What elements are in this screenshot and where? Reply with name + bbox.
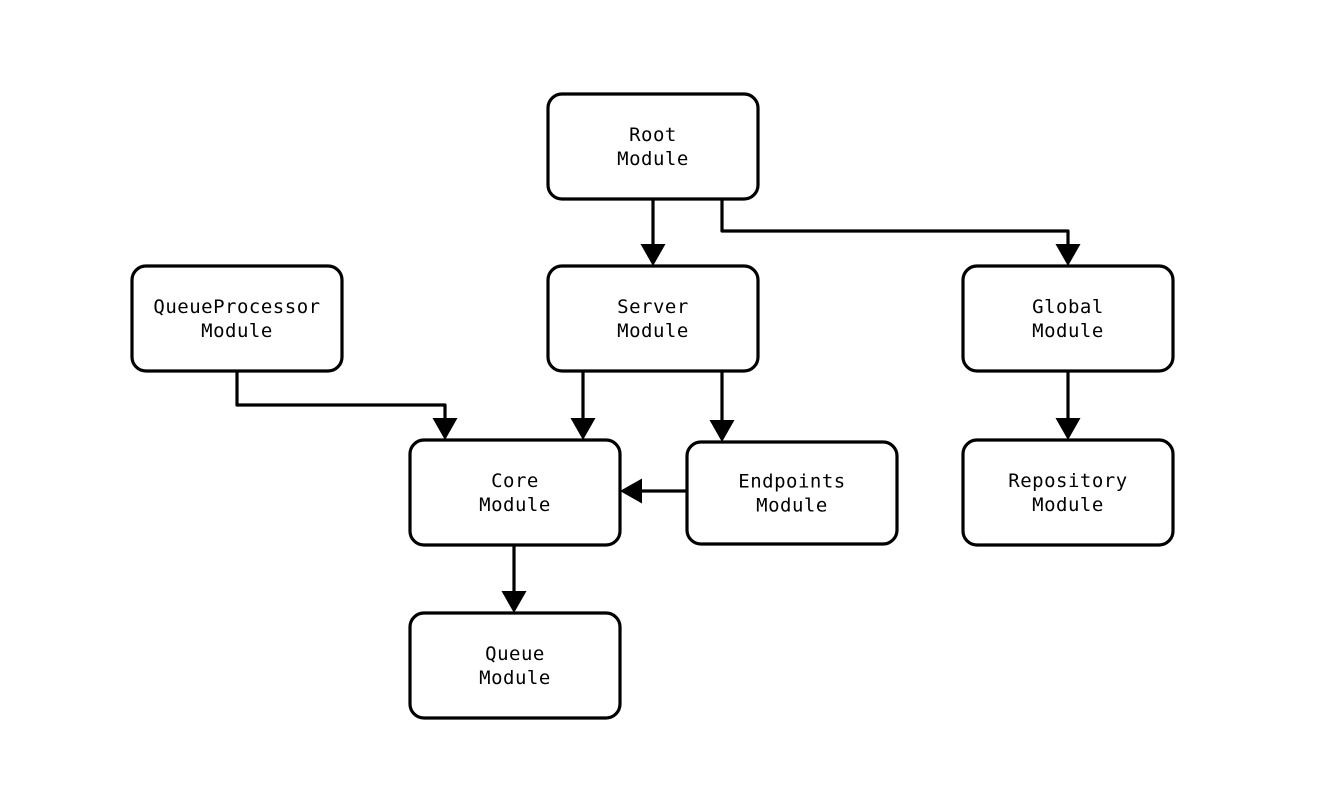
node-label-line1: Repository	[1008, 470, 1127, 492]
edge-server-to-endpoints	[709, 371, 735, 442]
node-box[interactable]	[961, 438, 1175, 547]
node-label-line2: Module	[756, 495, 828, 517]
node-label-line2: Module	[479, 667, 551, 689]
node-label-line2: Module	[1032, 494, 1104, 516]
edge-root-to-server	[640, 199, 666, 266]
node-box[interactable]	[408, 611, 622, 720]
node-label-line1: Core	[491, 470, 539, 492]
node-label-line1: Endpoints	[738, 471, 845, 493]
edge-queueprocessor-to-core	[235, 371, 458, 440]
node-label-line2: Module	[617, 320, 689, 342]
edge-layer	[235, 199, 1081, 613]
edge-core-to-queue	[501, 545, 527, 613]
edge-server-to-core	[570, 371, 596, 440]
arrowhead-icon	[501, 591, 527, 613]
node-layer: RootModuleQueueProcessorModuleServerModu…	[130, 92, 1175, 720]
node-box[interactable]	[408, 438, 622, 547]
edge-endpoints-to-core	[620, 478, 687, 504]
node-box[interactable]	[130, 264, 344, 373]
node-box[interactable]	[961, 264, 1175, 373]
node-label-line1: Server	[617, 296, 689, 318]
arrowhead-icon	[1055, 244, 1081, 266]
node-label-line2: Module	[479, 494, 551, 516]
node-label-line2: Module	[617, 148, 689, 170]
arrowhead-icon	[432, 418, 458, 440]
arrowhead-icon	[620, 478, 642, 504]
node-label-line2: Module	[201, 320, 273, 342]
node-label-line1: QueueProcessor	[153, 296, 320, 318]
edge-root-to-global	[720, 199, 1081, 266]
node-label-line1: Global	[1032, 296, 1104, 318]
node-label-line2: Module	[1032, 320, 1104, 342]
node-label-line1: Queue	[485, 643, 545, 665]
arrowhead-icon	[1055, 418, 1081, 440]
node-box[interactable]	[546, 92, 760, 201]
node-label-line1: Root	[629, 124, 677, 146]
edge-line	[235, 371, 447, 427]
edge-line	[720, 199, 1070, 253]
node-box[interactable]	[685, 440, 899, 546]
edge-global-to-repository	[1055, 371, 1081, 440]
arrowhead-icon	[709, 420, 735, 442]
node-box[interactable]	[546, 264, 760, 373]
arrowhead-icon	[570, 418, 596, 440]
arrowhead-icon	[640, 244, 666, 266]
